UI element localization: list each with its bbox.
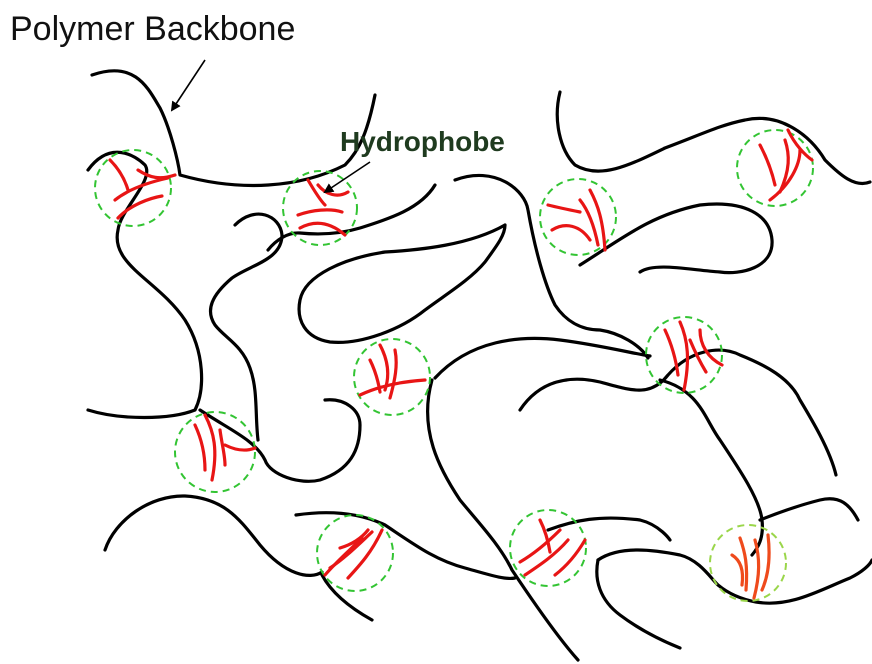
backbone-chain-5 (268, 185, 435, 250)
backbone-chain-1 (92, 71, 375, 186)
backbone-chain-14 (105, 496, 322, 575)
polymer-backbone-label: Polymer Backbone (10, 12, 295, 46)
micelle-1 (95, 150, 175, 226)
micelle-6 (646, 317, 722, 393)
backbone-chains (88, 71, 872, 660)
backbone-chain-20 (760, 499, 858, 520)
backbone-chain-7 (299, 225, 505, 342)
hydrophobe-clusters (95, 130, 813, 601)
backbone-chain-6 (455, 175, 648, 358)
backbone-chain-13 (660, 380, 762, 555)
backbone-pointer-arrow (172, 60, 205, 110)
backbone-chain-11 (428, 380, 578, 660)
backbone-chain-9 (580, 204, 772, 273)
micelle-8 (317, 515, 393, 591)
backbone-chain-17 (548, 518, 670, 540)
backbone-chain-8 (557, 92, 870, 183)
micelle-10 (710, 525, 786, 601)
hydrophobe-label: Hydrophobe (340, 128, 505, 156)
backbone-chain-12 (435, 338, 650, 378)
micelle-4 (737, 130, 813, 206)
backbone-chain-2 (88, 152, 202, 417)
micelle-3 (540, 179, 616, 255)
micelle-9 (510, 510, 586, 586)
backbone-chain-19 (597, 560, 680, 648)
micelle-7 (175, 412, 255, 492)
micelle-5 (354, 339, 430, 415)
hydrophobe-pointer-arrow (325, 162, 370, 192)
